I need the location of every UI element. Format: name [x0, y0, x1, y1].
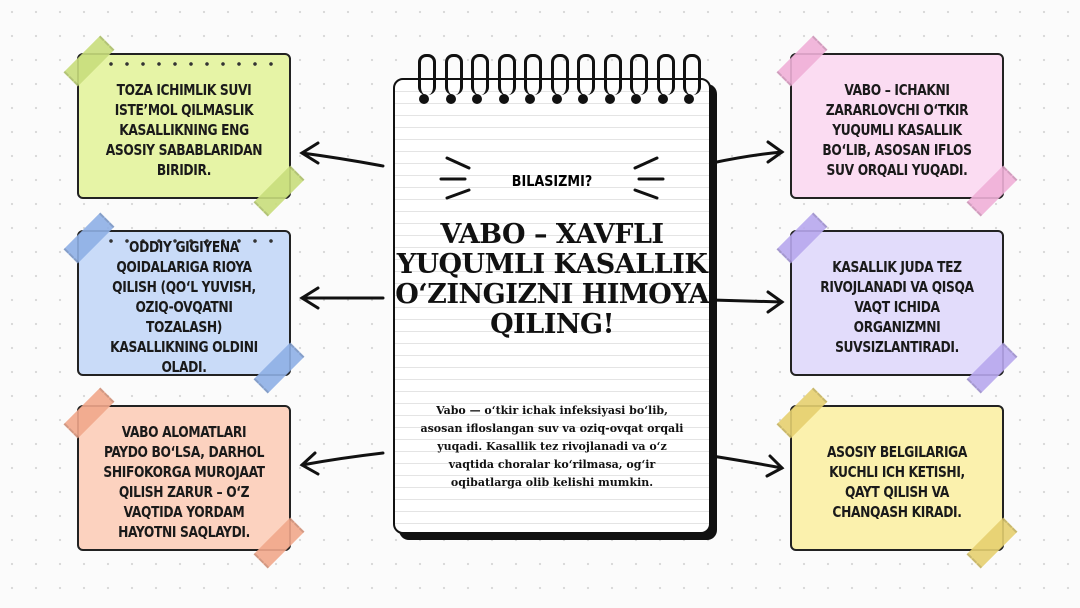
- emphasis-lines-icon: [439, 156, 665, 200]
- description-text: Vabo — o‘tkir ichak infeksiyasi bo‘lib, …: [420, 404, 684, 489]
- info-card-clean-water: TOZA ICHIMLIK SUVI ISTE’MOL QILMASLIK KA…: [63, 35, 305, 217]
- binding-hole: [684, 94, 694, 104]
- spiral-ring: [603, 54, 622, 95]
- card-text: TOZA ICHIMLIK SUVI ISTE’MOL QILMASLIK KA…: [105, 81, 263, 179]
- spiral-ring: [524, 54, 542, 95]
- binding-hole: [657, 94, 668, 104]
- info-card-symptoms: ASOSIY BELGILARIGA KUCHLI ICH KETISHI, Q…: [776, 387, 1018, 569]
- binding-hole: [551, 94, 562, 104]
- binding-hole: [419, 94, 429, 104]
- spiral-ring: [550, 54, 569, 95]
- binding-hole: [472, 94, 482, 104]
- arrow-right-middle: [710, 290, 785, 314]
- binding-hole: [445, 94, 456, 104]
- binding-hole: [578, 94, 588, 104]
- card-text: ASOSIY BELGILARIGA KUCHLI ICH KETISHI, Q…: [826, 443, 968, 521]
- punch-holes: [103, 62, 281, 66]
- info-card-dehydration: KASALLIK JUDA TEZ RIVOJLANADI VA QISQA V…: [776, 212, 1018, 394]
- spiral-ring: [656, 54, 675, 95]
- binding-hole: [604, 94, 615, 104]
- spiral-ring: [444, 54, 463, 95]
- info-card-hygiene: ODDIY GIGIYENA QOIDALARIGA RIOYA QILISH …: [63, 212, 305, 394]
- kicker-text: BILASIZMI?: [511, 172, 593, 190]
- card-text: KASALLIK JUDA TEZ RIVOJLANADI VA QISQA V…: [820, 258, 974, 356]
- card-text: VABO ALOMATLARI PAYDO BO‘LSA, DARHOL SHI…: [103, 423, 265, 541]
- spiral-ring: [683, 54, 701, 95]
- info-card-definition: VABO – ICHAKNI ZARARLOVCHI O‘TKIR YUQUML…: [776, 35, 1018, 217]
- binding-hole: [498, 94, 509, 104]
- info-card-see-doctor: VABO ALOMATLARI PAYDO BO‘LSA, DARHOL SHI…: [63, 387, 305, 569]
- card-text: VABO – ICHAKNI ZARARLOVCHI O‘TKIR YUQUML…: [822, 81, 972, 179]
- spiral-ring: [418, 54, 436, 95]
- arrow-right-bottom: [710, 454, 785, 478]
- card-text: ODDIY GIGIYENA QOIDALARIGA RIOYA QILISH …: [110, 238, 258, 376]
- arrow-left-bottom: [299, 451, 385, 476]
- binding-hole: [631, 94, 641, 104]
- spiral-ring: [577, 54, 595, 95]
- spiral-ring: [497, 54, 516, 95]
- page-title: VABO – XAVFLI YUQUMLI KASALLIK O‘ZINGIZN…: [395, 219, 709, 340]
- arrow-left-top: [299, 141, 385, 168]
- center-notebook: BILASIZMI? VABO – XAVFLI YUQUMLI KASALLI…: [393, 54, 711, 534]
- spiral-ring: [630, 54, 648, 95]
- arrow-right-top: [710, 140, 785, 165]
- spiral-ring: [471, 54, 489, 95]
- arrow-left-middle: [299, 286, 385, 310]
- binding-hole: [525, 94, 535, 104]
- punch-holes: [103, 239, 281, 243]
